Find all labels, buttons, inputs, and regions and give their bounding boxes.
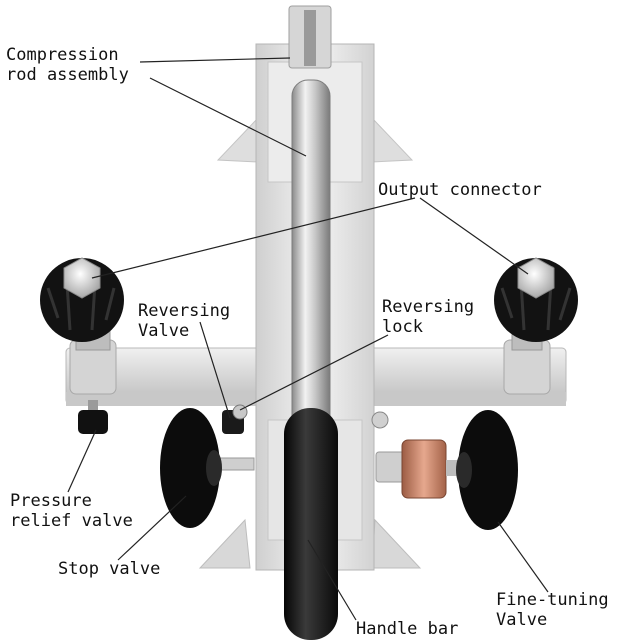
label-output-connector: Output connector xyxy=(378,180,542,200)
label-handle-bar: Handle bar xyxy=(356,619,458,639)
label-stop-valve: Stop valve xyxy=(58,559,160,579)
front-feet xyxy=(198,518,422,569)
pressure-relief-valve xyxy=(78,400,108,434)
callout-labels: Compression rod assembly Output connecto… xyxy=(6,45,609,639)
leader-lines xyxy=(67,57,549,621)
stop-valve xyxy=(160,408,255,528)
label-fine-tuning-line1: Fine-tuning xyxy=(496,590,609,610)
label-pressure-relief-line2: relief valve xyxy=(10,511,133,531)
label-reversing-valve-line2: Valve xyxy=(138,321,189,341)
label-reversing-lock-line1: Reversing xyxy=(382,297,474,317)
label-pressure-relief-line1: Pressure xyxy=(10,491,92,511)
left-output-connector xyxy=(40,257,124,395)
top-clevis xyxy=(288,5,332,69)
label-fine-tuning-line2: Valve xyxy=(496,610,547,630)
fine-tuning-valve xyxy=(375,410,518,530)
reversing-lock xyxy=(371,411,389,429)
label-reversing-valve-line1: Reversing xyxy=(138,301,230,321)
label-reversing-lock-line2: lock xyxy=(382,317,423,337)
label-compression-rod-line1: Compression xyxy=(6,45,119,65)
label-compression-rod-line2: rod assembly xyxy=(6,65,129,85)
right-output-connector xyxy=(494,257,578,395)
handle-bar xyxy=(284,408,338,640)
